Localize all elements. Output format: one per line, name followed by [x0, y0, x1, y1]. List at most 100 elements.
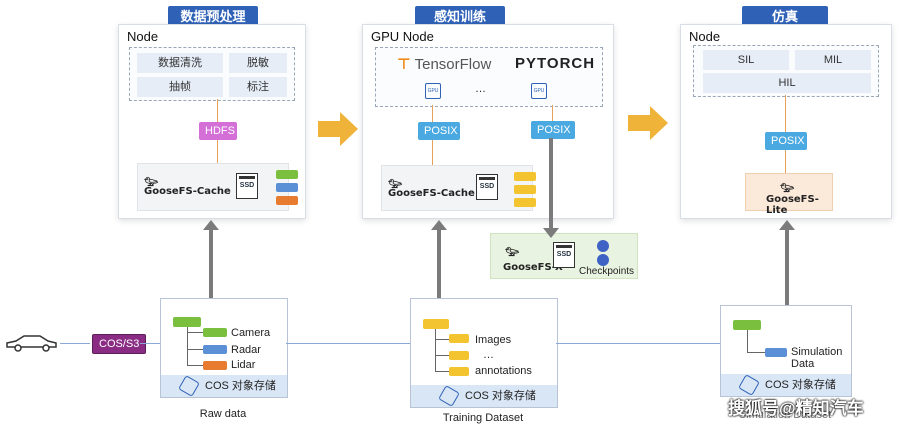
preprocess-tag: 数据预处理 — [168, 6, 258, 28]
tree-branch — [435, 355, 449, 356]
simulation-dataset-caption: Simulation Dataset — [738, 409, 832, 421]
yellow-chip — [423, 319, 449, 329]
raw-to-training-line — [286, 343, 410, 344]
tree-trunk — [435, 329, 436, 371]
task-mil: MIL — [795, 50, 871, 70]
simulation-node-title: Node — [689, 29, 721, 44]
training-connector-right — [552, 105, 553, 123]
watermark: 搜狐号@精知汽车 — [728, 399, 864, 418]
yellow-chip — [514, 172, 536, 181]
car-icon — [6, 335, 57, 352]
yellow-chip — [449, 351, 469, 360]
raw-item-camera: Camera — [231, 327, 271, 339]
raw-data-store: Camera Radar Lidar COS 对象存储 — [160, 298, 288, 398]
gooseFS-cache-label: GooseFS-Cache — [388, 188, 475, 199]
tree-trunk — [747, 330, 748, 352]
cos-storage-icon — [738, 374, 760, 396]
gpu-chip-icon-left: GPU — [425, 83, 441, 99]
ssd-icon: SSD — [476, 174, 498, 200]
training-dataset-store: Images … annotations COS 对象存储 — [410, 298, 558, 408]
training-storage-label: COS 对象存储 — [465, 390, 536, 402]
cos-s3-gateway: COS/S3 — [92, 334, 146, 354]
training-node-title: GPU Node — [371, 29, 434, 44]
dataset-to-simulation-arrow — [785, 230, 789, 305]
training-node-panel: GPU Node ⊤ TensorFlow PYTORCH GPU … GPU … — [362, 24, 614, 219]
raw-item-lidar: Lidar — [231, 359, 256, 371]
tree-trunk — [187, 327, 188, 365]
ssd-icon: SSD — [236, 173, 258, 199]
task-annotate: 标注 — [229, 77, 287, 97]
dataset-to-training-arrow-head-icon — [431, 220, 447, 230]
tree-branch — [435, 371, 449, 372]
training-dataset-caption: Training Dataset — [442, 412, 524, 424]
preprocess-node-title: Node — [127, 29, 159, 44]
training-to-simulation-line — [556, 343, 720, 344]
posix-badge-right: POSIX — [531, 121, 575, 139]
checkpoint-dot-icon — [597, 254, 609, 266]
car-to-gateway-line — [60, 343, 90, 344]
cos-storage-icon — [438, 385, 460, 407]
goose-logo-icon: 𓅰 — [505, 245, 520, 259]
gpu-chip-icon-right: GPU — [531, 83, 547, 99]
green-chip — [173, 317, 201, 327]
training-item-annotations: annotations — [475, 365, 532, 377]
yellow-chip — [449, 334, 469, 343]
green-chip — [733, 320, 761, 330]
preprocess-node-panel: Node 数据清洗 脱敏 抽帧 标注 HDFS 𓅰 GooseFS-Cache … — [118, 24, 306, 219]
yellow-chip — [514, 185, 536, 194]
task-desensitize: 脱敏 — [229, 53, 287, 73]
orange-chip — [203, 361, 227, 370]
raw-item-radar: Radar — [231, 344, 261, 356]
simulation-item-data: Simulation Data — [791, 346, 843, 370]
raw-storage-footer: COS 对象存储 — [161, 375, 287, 397]
goose-logo-icon: 𓅰 — [780, 181, 795, 195]
tree-branch — [187, 332, 203, 333]
green-chip — [203, 328, 227, 337]
goose-logo-icon: 𓅰 — [388, 177, 403, 191]
hdfs-badge: HDFS — [199, 122, 237, 140]
task-frame-extract: 抽帧 — [137, 77, 223, 97]
training-framework-group — [375, 47, 603, 107]
green-chip — [276, 170, 298, 179]
posix-badge-sim: POSIX — [765, 132, 807, 150]
raw-to-preprocess-arrow — [209, 230, 213, 298]
tree-branch — [435, 339, 449, 340]
simulation-storage-footer: COS 对象存储 — [721, 374, 851, 396]
checkpoint-arrow-head-icon — [543, 228, 559, 238]
simulation-node-panel: Node SIL MIL HIL POSIX 𓅰 GooseFS-Lite — [680, 24, 892, 219]
simulation-dataset-store: Simulation Data COS 对象存储 — [720, 305, 852, 397]
flow-arrow-2-icon — [628, 106, 668, 140]
gateway-to-raw-line — [140, 343, 160, 344]
tree-branch — [747, 352, 765, 353]
training-storage-footer: COS 对象存储 — [411, 385, 557, 407]
task-hil: HIL — [703, 73, 871, 93]
blue-chip — [276, 183, 298, 192]
gooseFS-x-label: GooseFS-X — [503, 262, 563, 273]
raw-to-preprocess-arrow-head-icon — [203, 220, 219, 230]
training-cache-box: 𓅰 GooseFS-Cache SSD — [381, 165, 536, 211]
gooseFS-cache-label: GooseFS-Cache — [144, 186, 231, 197]
cos-storage-icon — [178, 375, 200, 397]
simulation-storage-label: COS 对象存储 — [765, 379, 836, 391]
flow-arrow-1-icon — [318, 112, 358, 146]
training-item-ellipsis: … — [483, 349, 494, 361]
task-sil: SIL — [703, 50, 789, 70]
raw-storage-label: COS 对象存储 — [205, 380, 276, 392]
simulation-cache-box: 𓅰 GooseFS-Lite — [745, 173, 833, 216]
orange-chip — [276, 196, 298, 205]
gooseFS-lite-label: GooseFS-Lite — [766, 194, 819, 216]
tree-branch — [187, 365, 203, 366]
tensorflow-logo: ⊤ TensorFlow — [397, 56, 492, 73]
checkpoint-dot-icon — [597, 240, 609, 252]
checkpoints-box: 𓅰 GooseFS-X SSD Checkpoints — [490, 233, 638, 279]
dataset-to-training-arrow — [437, 230, 441, 298]
training-tag: 感知训练 — [415, 6, 505, 28]
goose-logo-icon: 𓅰 — [144, 175, 159, 189]
raw-data-caption: Raw data — [199, 408, 247, 420]
blue-chip — [765, 348, 787, 357]
training-item-images: Images — [475, 334, 512, 346]
yellow-chip — [449, 367, 469, 376]
task-data-cleaning: 数据清洗 — [137, 53, 223, 73]
checkpoint-arrow — [549, 138, 553, 230]
pytorch-logo: PYTORCH — [515, 55, 596, 72]
